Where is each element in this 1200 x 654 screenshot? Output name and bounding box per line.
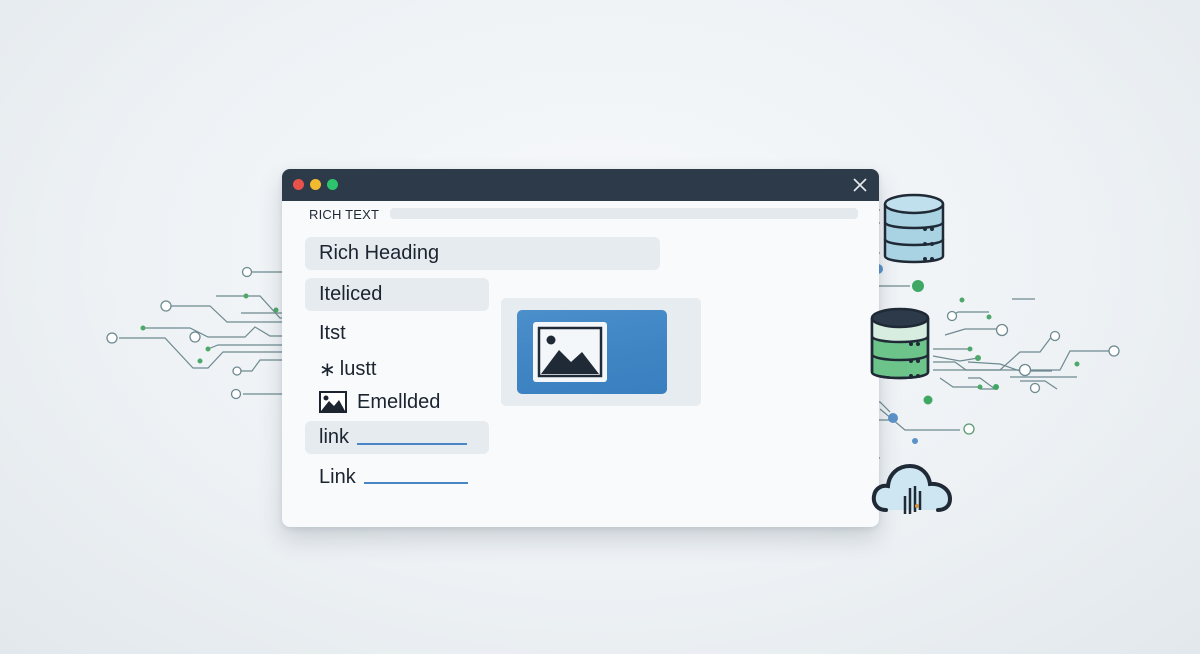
close-window-dot[interactable] bbox=[293, 179, 304, 190]
bullet-list-block[interactable]: ∗ lustt bbox=[319, 354, 376, 384]
heading-text: Rich Heading bbox=[319, 242, 440, 264]
link-text-2: Link bbox=[319, 465, 356, 488]
link-underline[interactable] bbox=[357, 442, 468, 445]
image-thumbnail bbox=[533, 322, 607, 382]
link-block-highlighted[interactable]: link bbox=[305, 421, 489, 454]
window-titlebar bbox=[282, 169, 879, 201]
maximize-window-dot[interactable] bbox=[327, 179, 338, 190]
close-button[interactable] bbox=[849, 174, 871, 196]
link-underline-2[interactable] bbox=[363, 482, 468, 484]
image-icon bbox=[537, 326, 603, 378]
close-icon bbox=[853, 178, 867, 192]
rich-text-editor-window: RICH TEXT Rich Heading Iteliced Itst ∗ l… bbox=[282, 169, 879, 527]
image-media-block[interactable] bbox=[517, 310, 667, 394]
toolbar-title: RICH TEXT bbox=[309, 207, 380, 222]
embedded-text: Emellded bbox=[357, 390, 441, 413]
toolbar-input-bar[interactable] bbox=[390, 208, 858, 219]
bullet-icon: ∗ bbox=[319, 358, 336, 381]
link-block[interactable]: Link bbox=[319, 462, 468, 492]
database-icon bbox=[870, 307, 930, 380]
embedded-image-block[interactable]: Emellded bbox=[319, 387, 440, 417]
image-icon bbox=[319, 391, 347, 413]
minimize-window-dot[interactable] bbox=[310, 179, 321, 190]
list-text: Itst bbox=[319, 321, 346, 344]
link-text: link bbox=[319, 426, 350, 448]
italic-text: Iteliced bbox=[319, 283, 383, 305]
italic-block[interactable]: Iteliced bbox=[305, 278, 489, 311]
list-block[interactable]: Itst bbox=[319, 318, 346, 348]
cloud-icon bbox=[871, 463, 953, 514]
bullet-text: lustt bbox=[339, 357, 377, 380]
heading-block[interactable]: Rich Heading bbox=[305, 237, 660, 270]
database-icon bbox=[883, 193, 945, 264]
